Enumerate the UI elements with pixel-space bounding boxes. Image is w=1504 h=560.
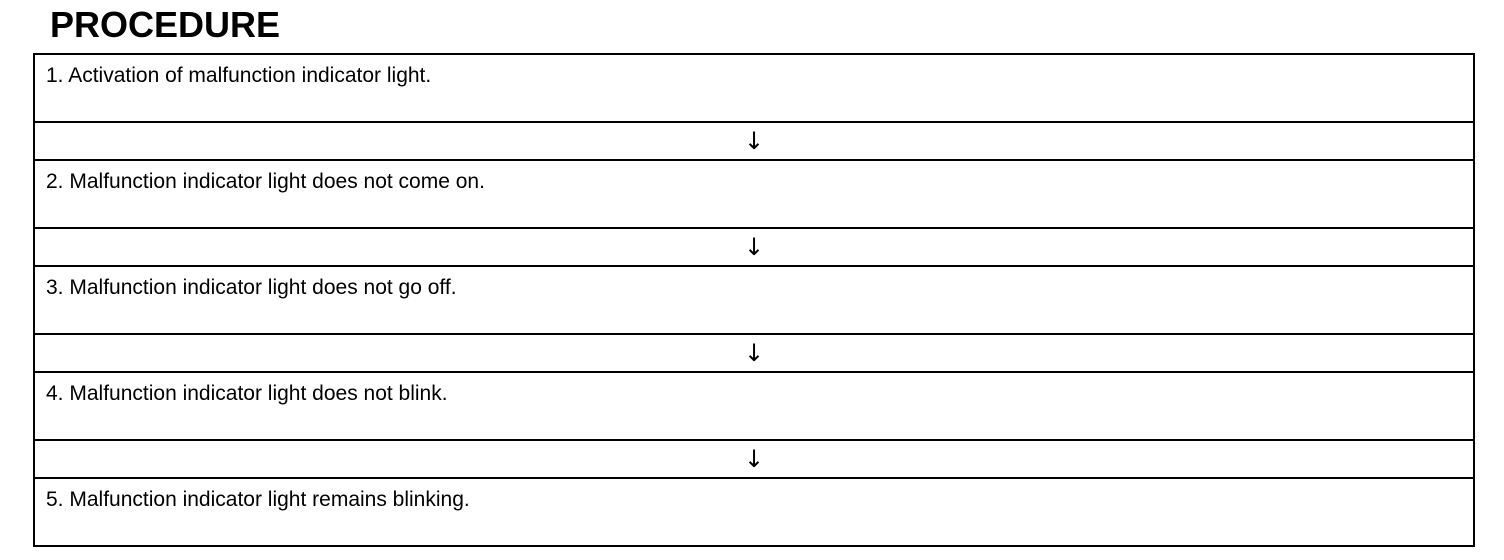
arrow-down-icon: ↓ xyxy=(743,233,765,261)
procedure-step-1[interactable]: 1. Activation of malfunction indicator l… xyxy=(35,55,1473,123)
step-number: 3. xyxy=(46,276,64,299)
step-text: Malfunction indicator light remains blin… xyxy=(69,488,470,511)
procedure-step-4[interactable]: 4. Malfunction indicator light does not … xyxy=(35,373,1473,441)
step-number: 2. xyxy=(46,170,64,193)
step-label: 3. Malfunction indicator light does not … xyxy=(46,276,457,300)
flow-arrow-row: ↓ xyxy=(35,229,1473,267)
arrow-down-icon: ↓ xyxy=(743,127,765,155)
procedure-step-3[interactable]: 3. Malfunction indicator light does not … xyxy=(35,267,1473,335)
step-label: 4. Malfunction indicator light does not … xyxy=(46,382,448,406)
step-number: 4. xyxy=(46,382,64,405)
step-label: 1. Activation of malfunction indicator l… xyxy=(46,64,431,88)
flow-arrow-row: ↓ xyxy=(35,123,1473,161)
step-text: Malfunction indicator light does not go … xyxy=(69,276,457,299)
procedure-step-2[interactable]: 2. Malfunction indicator light does not … xyxy=(35,161,1473,229)
step-label: 2. Malfunction indicator light does not … xyxy=(46,170,485,194)
procedure-step-5[interactable]: 5. Malfunction indicator light remains b… xyxy=(35,479,1473,547)
arrow-down-icon: ↓ xyxy=(743,339,765,367)
page-title: PROCEDURE xyxy=(50,4,281,45)
flow-arrow-row: ↓ xyxy=(35,335,1473,373)
step-number: 5. xyxy=(46,488,64,511)
step-text: Activation of malfunction indicator ligh… xyxy=(68,64,432,87)
step-number: 1. xyxy=(46,64,64,87)
flow-arrow-row: ↓ xyxy=(35,441,1473,479)
step-label: 5. Malfunction indicator light remains b… xyxy=(46,488,470,512)
arrow-down-icon: ↓ xyxy=(743,445,765,473)
step-text: Malfunction indicator light does not com… xyxy=(69,170,485,193)
procedure-table: 1. Activation of malfunction indicator l… xyxy=(33,53,1475,547)
step-text: Malfunction indicator light does not bli… xyxy=(69,382,448,405)
